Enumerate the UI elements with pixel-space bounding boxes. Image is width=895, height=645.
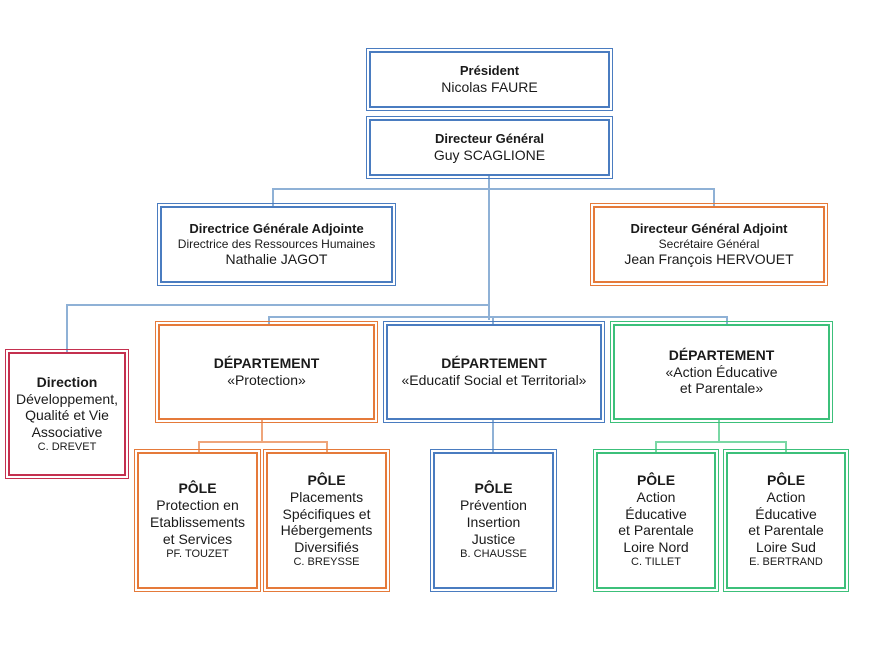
dga-left-subtitle: Directrice des Ressources Humaines xyxy=(177,236,376,251)
dept-action-title: DÉPARTEMENT xyxy=(668,346,775,363)
direction-line1: Développement, xyxy=(16,390,118,407)
connector-protection-bar xyxy=(198,441,328,443)
pole1-name: PF. TOUZET xyxy=(166,547,229,560)
dga-right-name: Jean François HERVOUET xyxy=(624,251,794,268)
pole3-line2: Insertion xyxy=(466,513,521,530)
connector-dga-right-drop xyxy=(713,188,715,206)
connector-action-stem xyxy=(718,420,720,442)
pole-protection-etablissements-box: PÔLE Protection en Etablissements et Ser… xyxy=(134,449,261,592)
pole-prevention-box: PÔLE Prévention Insertion Justice B. CHA… xyxy=(430,449,557,592)
pole2-line2: Spécifiques et xyxy=(282,505,371,522)
pole2-name: C. BREYSSE xyxy=(293,555,360,568)
president-title: Président xyxy=(459,63,520,79)
pole5-line1: Action xyxy=(766,488,806,505)
connector-main-bar xyxy=(66,304,490,306)
dept-protection-name: «Protection» xyxy=(227,372,306,388)
dept-educatif-title: DÉPARTEMENT xyxy=(441,355,547,372)
pole4-line4: Loire Nord xyxy=(623,539,689,556)
connector-pole2-drop xyxy=(326,441,328,452)
dga-left-title: Directrice Générale Adjointe xyxy=(189,221,364,237)
pole5-title: PÔLE xyxy=(766,471,806,488)
pole1-title: PÔLE xyxy=(178,480,217,497)
connector-dga-left-drop xyxy=(272,188,274,206)
pole4-line3: et Parentale xyxy=(618,522,694,539)
pole1-line1: Protection en xyxy=(156,497,239,514)
direction-line3: Associative xyxy=(31,424,103,441)
connector-dept-bar xyxy=(268,316,728,318)
direction-line2: Qualité et Vie xyxy=(25,407,109,424)
direction-box: Direction Développement, Qualité et Vie … xyxy=(5,349,129,479)
connector-direction-drop xyxy=(66,304,68,352)
pole5-name: E. BERTRAND xyxy=(749,555,823,568)
dga-right-box: Directeur Général Adjoint Secrétaire Gén… xyxy=(590,203,828,286)
connector-pole5-drop xyxy=(785,441,787,452)
direction-name: C. DREVET xyxy=(37,441,97,453)
connector-dga-bar xyxy=(272,188,715,190)
dg-name: Guy SCAGLIONE xyxy=(433,146,546,163)
connector-dept2-drop xyxy=(492,316,494,324)
dept-action-line2: et Parentale» xyxy=(679,380,764,397)
dga-left-name: Nathalie JAGOT xyxy=(225,251,328,268)
dga-left-box: Directrice Générale Adjointe Directrice … xyxy=(157,203,396,286)
dept-protection-box: DÉPARTEMENT «Protection» xyxy=(155,321,378,423)
pole5-line4: Loire Sud xyxy=(756,539,816,556)
pole4-line2: Éducative xyxy=(625,505,687,522)
pole4-title: PÔLE xyxy=(636,471,676,488)
dga-right-subtitle: Secrétaire Général xyxy=(658,236,760,251)
pole4-line1: Action xyxy=(636,488,676,505)
dg-box: Directeur Général Guy SCAGLIONE xyxy=(366,116,613,179)
pole-loire-nord-box: PÔLE Action Éducative et Parentale Loire… xyxy=(593,449,719,592)
connector-protection-stem xyxy=(261,420,263,442)
dept-educatif-name: «Educatif Social et Territorial» xyxy=(401,372,587,388)
president-box: Président Nicolas FAURE xyxy=(366,48,613,111)
connector-dept1-drop xyxy=(268,316,270,324)
pole3-title: PÔLE xyxy=(474,480,513,497)
pole3-line1: Prévention xyxy=(460,497,527,514)
dg-title: Directeur Général xyxy=(434,131,545,147)
direction-title: Direction xyxy=(36,373,98,390)
pole2-title: PÔLE xyxy=(307,471,346,488)
pole2-line3: Hébergements xyxy=(280,522,373,539)
pole1-line2: Etablissements xyxy=(150,513,245,530)
connector-action-bar xyxy=(655,441,787,443)
connector-pole1-drop xyxy=(198,441,200,452)
pole5-line3: et Parentale xyxy=(748,522,824,539)
connector-pole4-drop xyxy=(655,441,657,452)
pole3-line3: Justice xyxy=(471,530,516,547)
pole3-name: B. CHAUSSE xyxy=(460,547,527,560)
dept-educatif-box: DÉPARTEMENT «Educatif Social et Territor… xyxy=(383,321,605,423)
connector-dg-level xyxy=(488,175,490,320)
connector-educatif-stem xyxy=(492,420,494,452)
president-name: Nicolas FAURE xyxy=(441,78,538,95)
dept-action-line1: «Action Éducative xyxy=(665,363,778,380)
pole1-line3: et Services xyxy=(162,530,233,547)
connector-dept3-drop xyxy=(726,316,728,324)
dept-protection-title: DÉPARTEMENT xyxy=(213,355,320,372)
pole2-line1: Placements xyxy=(289,488,364,505)
pole-placements-specifiques-box: PÔLE Placements Spécifiques et Hébergeme… xyxy=(263,449,390,592)
dga-right-title: Directeur Général Adjoint xyxy=(630,221,788,237)
pole-loire-sud-box: PÔLE Action Éducative et Parentale Loire… xyxy=(723,449,849,592)
pole5-line2: Éducative xyxy=(755,505,817,522)
dept-action-box: DÉPARTEMENT «Action Éducative et Parenta… xyxy=(610,321,833,423)
pole4-name: C. TILLET xyxy=(631,555,681,568)
pole2-line4: Diversifiés xyxy=(294,539,359,556)
